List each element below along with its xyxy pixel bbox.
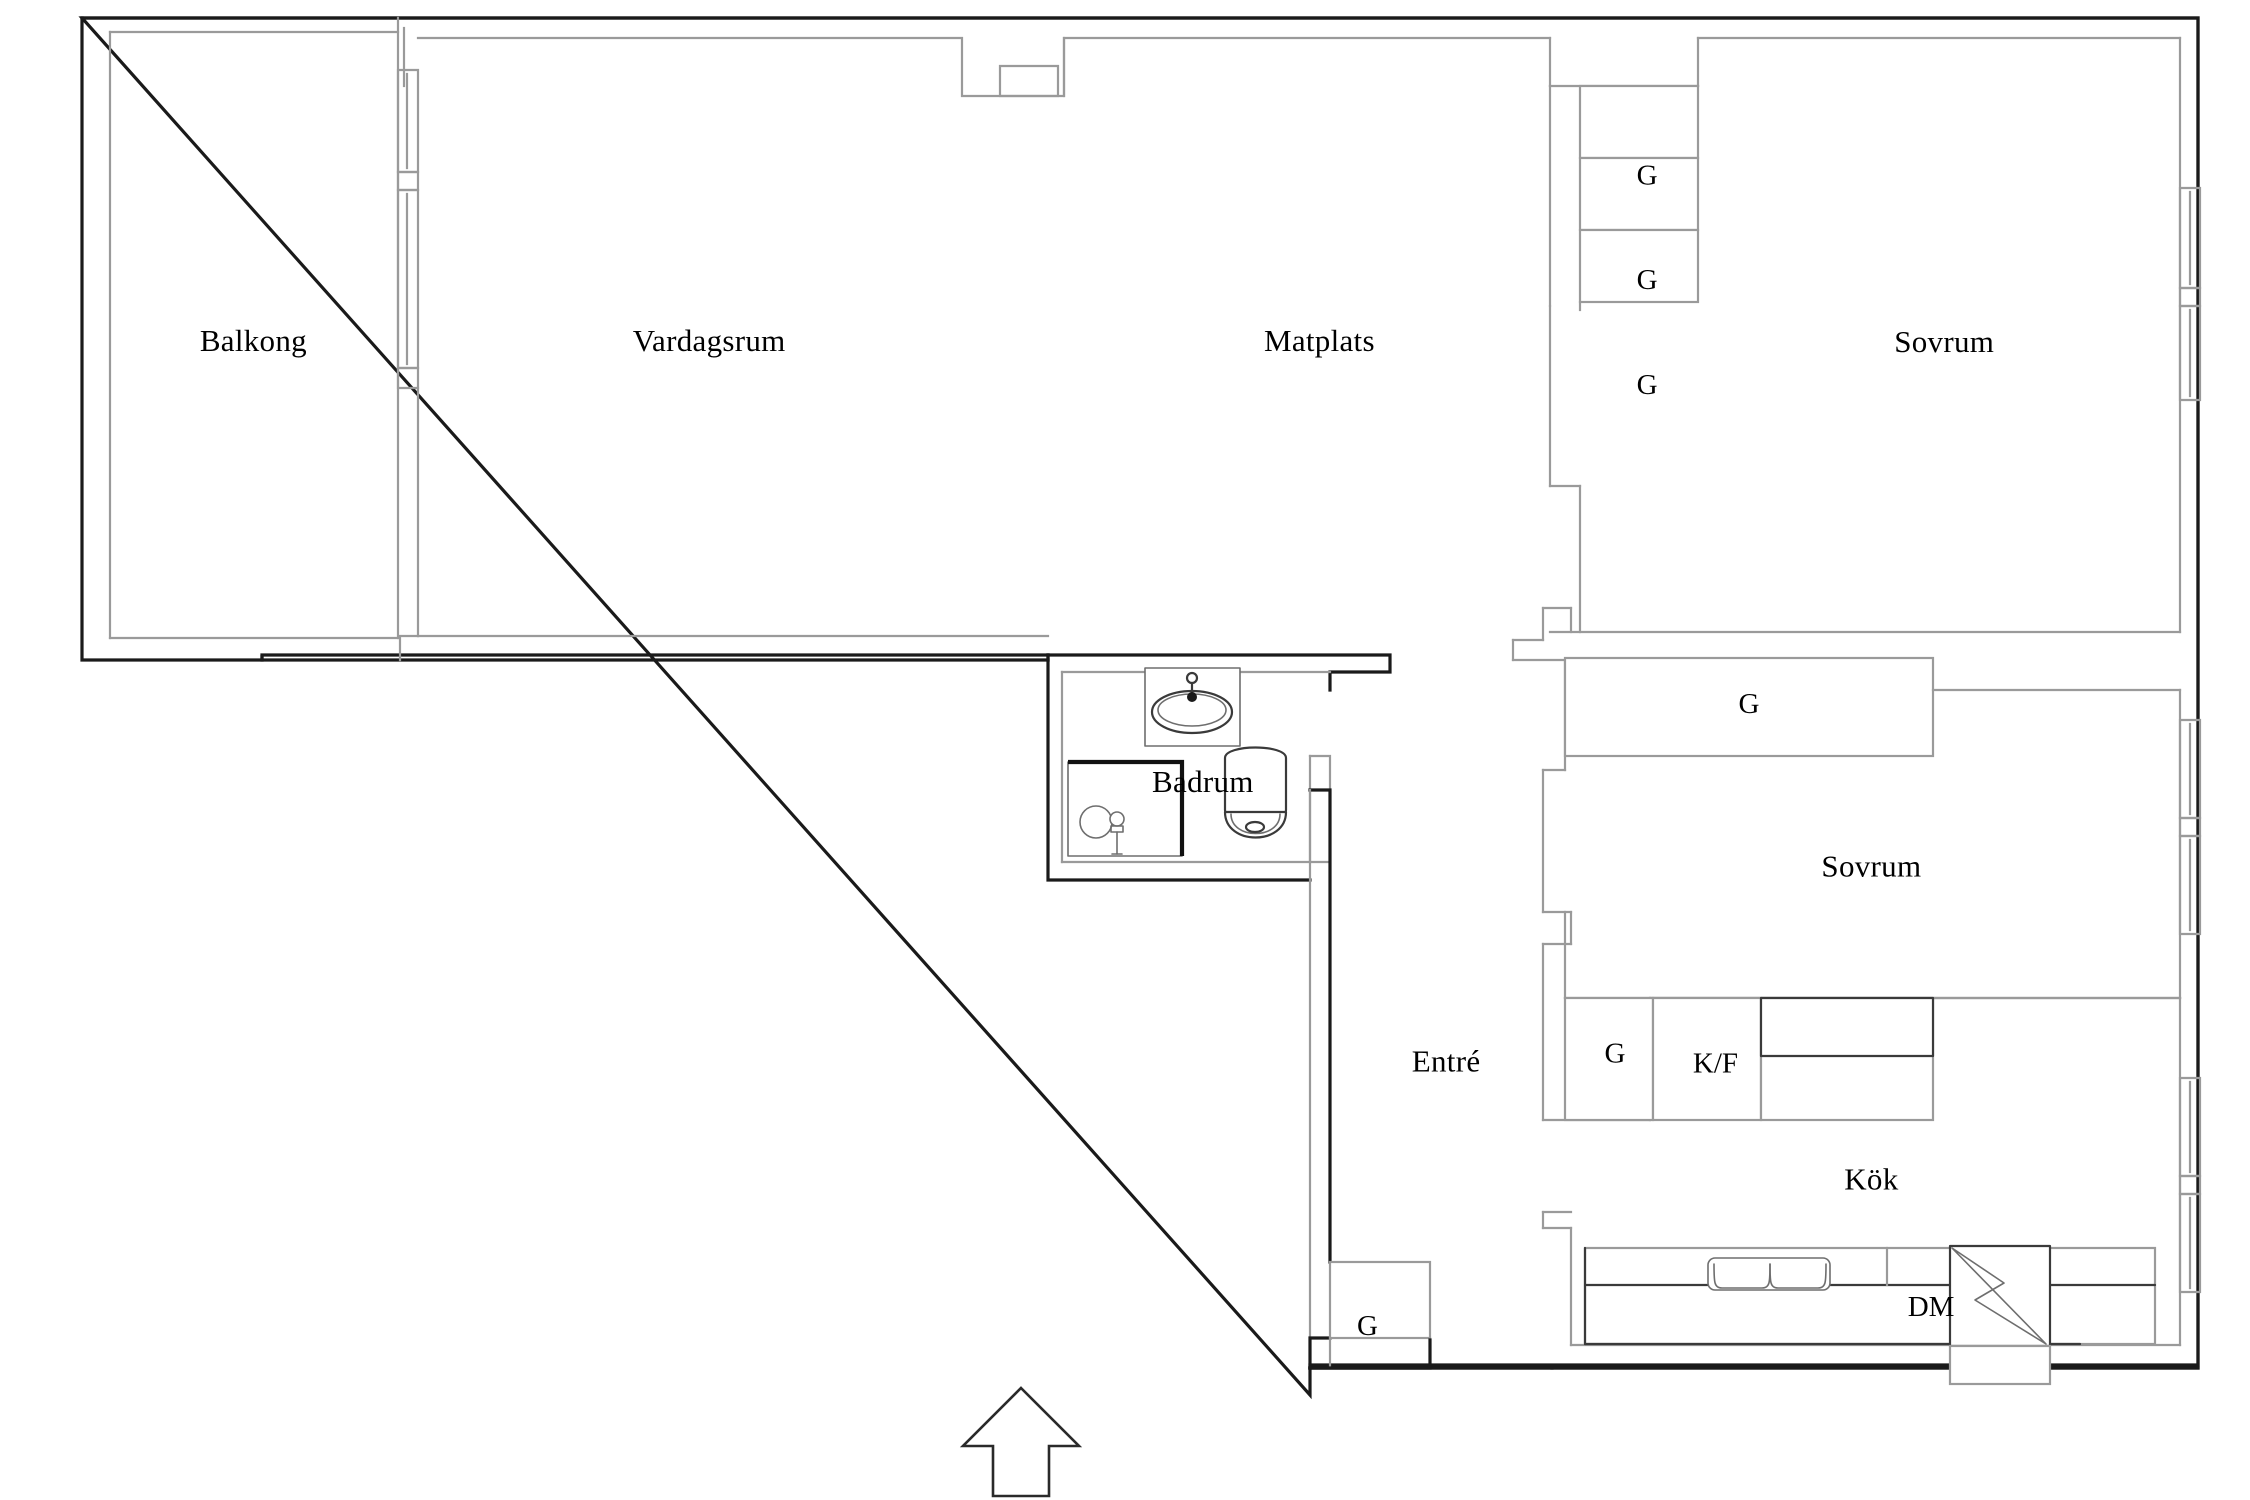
- kok-closet-kf-group: [1563, 996, 1935, 1122]
- closet-box-2[interactable]: [1578, 156, 1700, 232]
- room-label-badrum: Badrum: [1152, 764, 1254, 799]
- appliance-labels: K/F DM: [1693, 1048, 1955, 1323]
- closet-box-entre[interactable]: [1328, 1260, 1432, 1340]
- window-pair-3: [2178, 1076, 2202, 1294]
- stove-front: [1948, 1344, 2052, 1386]
- window-pair-2: [2178, 718, 2202, 936]
- stove-icon: [1948, 1244, 2052, 1386]
- closet-box-kok[interactable]: [1563, 996, 1655, 1122]
- kitchen-counter-group: [1583, 1246, 2157, 1346]
- kf-upper-unit: [1759, 996, 1935, 1058]
- drain-icon: [1079, 805, 1113, 839]
- room-labels: Balkong Vardagsrum Matplats Sovrum Badru…: [200, 323, 1994, 1197]
- room-label-kok: Kök: [1844, 1162, 1898, 1197]
- badrum-walls: [1046, 653, 1392, 882]
- shower-faucet-icon: [1109, 811, 1125, 855]
- closet-label-entre: G: [1357, 1310, 1378, 1342]
- entre-closet-group: [1308, 1260, 1432, 1370]
- entrance-arrow-icon: [959, 1386, 1083, 1498]
- kitchen-sink-icon: [1707, 1257, 1831, 1291]
- sovrum1-closet-stack: [1578, 84, 1700, 312]
- appliance-label-fridge-freezer: K/F: [1693, 1048, 1738, 1080]
- closet-label-sovrum1-top: G: [1637, 159, 1658, 191]
- room-label-sovrum-1: Sovrum: [1894, 324, 1994, 359]
- closet-label-sovrum1-mid: G: [1637, 264, 1658, 296]
- room-label-sovrum-2: Sovrum: [1821, 849, 1921, 884]
- sovrum-2-walls: [1511, 606, 2182, 1000]
- shower-icon: [1067, 759, 1185, 857]
- balcony-window-group: [396, 68, 420, 390]
- room-label-vardagsrum: Vardagsrum: [633, 323, 786, 358]
- appliance-label-dishwasher: DM: [1908, 1291, 1955, 1323]
- right-wall-windows: [2178, 186, 2202, 1294]
- room-label-matplats: Matplats: [1264, 323, 1375, 358]
- vardagsrum-matplats-walls: [398, 36, 1552, 662]
- closet-label-kok-small: G: [1605, 1037, 1626, 1069]
- closet-label-sovrum1-bottom: G: [1637, 369, 1658, 401]
- window-pair-1: [2178, 186, 2202, 402]
- toilet-icon: [1223, 746, 1288, 839]
- closet-box-1[interactable]: [1578, 84, 1700, 160]
- kitchen-counter: [1583, 1246, 2157, 1346]
- room-label-entre: Entré: [1412, 1044, 1481, 1079]
- closet-box-3[interactable]: [1578, 228, 1700, 304]
- room-label-balkong: Balkong: [200, 323, 307, 358]
- closet-label-sovrum2-wide: G: [1739, 688, 1760, 720]
- closet-box-wide[interactable]: [1563, 656, 1935, 758]
- closet-labels: G G G G G G: [1357, 159, 1760, 1342]
- sink-icon: [1144, 667, 1241, 747]
